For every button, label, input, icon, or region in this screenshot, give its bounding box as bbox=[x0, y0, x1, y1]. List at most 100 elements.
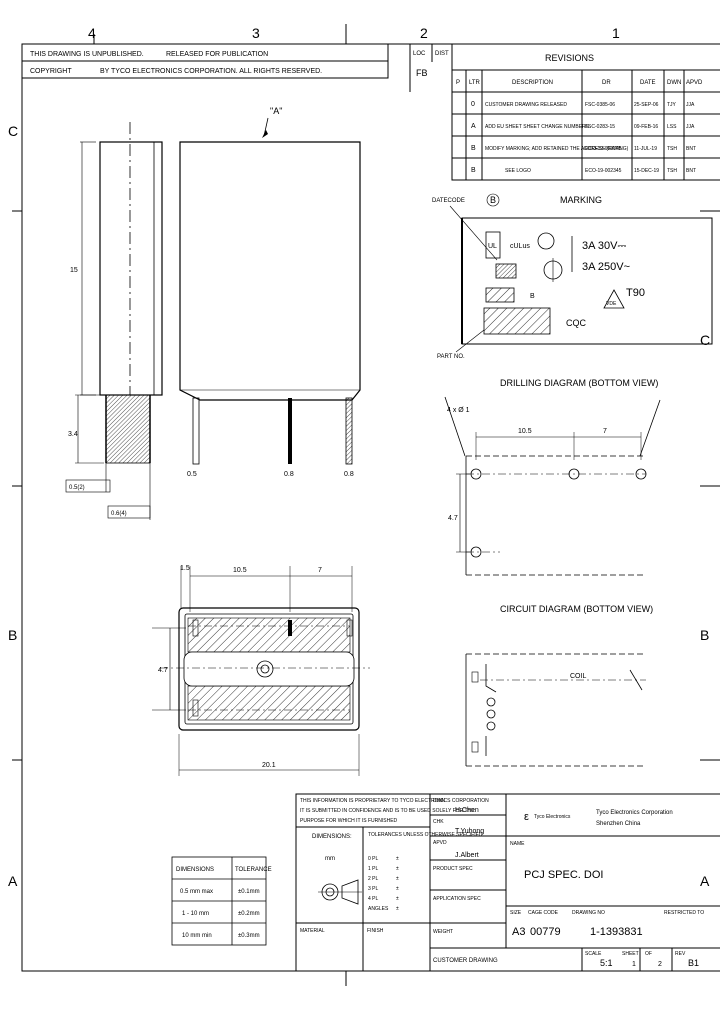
cqc-label: CQC bbox=[566, 318, 587, 328]
zone-left-b: B bbox=[8, 627, 17, 643]
cul-logo: cULus bbox=[510, 243, 530, 250]
dist-label: DIST bbox=[435, 51, 449, 57]
weight-label: WEIGHT bbox=[433, 929, 453, 935]
vde-mark: VDE bbox=[606, 301, 617, 307]
apvd-label: APVD bbox=[433, 840, 447, 846]
circuit-contact-label: COIL bbox=[570, 673, 586, 680]
copyright-header: THIS DRAWING IS UNPUBLISHED. RELEASED FO… bbox=[21, 43, 389, 79]
rev-col-dwn: DWN bbox=[667, 80, 681, 86]
pin-note-thickness: 0.6(4) bbox=[111, 511, 127, 517]
svg-text:FSC-0283-15: FSC-0283-15 bbox=[585, 124, 615, 130]
tol-item: 0 PL bbox=[368, 856, 379, 862]
application-spec-label: APPLICATION SPEC bbox=[433, 896, 481, 902]
svg-text:TSH: TSH bbox=[667, 146, 677, 152]
svg-text:ADD EU SHEET SHEET CHANGE NUM: ADD EU SHEET SHEET CHANGE NUMBERS bbox=[485, 124, 590, 130]
revisions-title: REVISIONS bbox=[545, 53, 594, 63]
unpublished-notice: THIS DRAWING IS UNPUBLISHED. bbox=[30, 51, 144, 58]
svg-text:TSH: TSH bbox=[667, 168, 677, 174]
revisions-block: LOC FB DIST REVISIONS P LTR DESCRIPTION … bbox=[409, 43, 720, 181]
circuit-title: CIRCUIT DIAGRAM (BOTTOM VIEW) bbox=[500, 604, 653, 614]
rating-temp: T90 bbox=[626, 287, 645, 299]
tol-row-range: 1 - 10 mm bbox=[182, 911, 209, 917]
of-value: 2 bbox=[658, 961, 662, 968]
svg-text:JJA: JJA bbox=[686, 102, 695, 108]
dwn-value: H.Chen bbox=[455, 807, 479, 814]
tol-row-value: ±0.1mm bbox=[238, 889, 260, 895]
bottom-dim-4-7: 4.7 bbox=[158, 667, 168, 674]
copyright-label: COPYRIGHT bbox=[30, 68, 72, 75]
rev-value: B1 bbox=[688, 958, 699, 968]
apvd-value: J.Albert bbox=[455, 852, 479, 859]
svg-text:ECO-19-002345: ECO-19-002345 bbox=[585, 146, 622, 152]
cage-code-value: 00779 bbox=[530, 926, 561, 938]
release-notice: RELEASED FOR PUBLICATION bbox=[166, 51, 268, 58]
projection-symbol bbox=[318, 879, 362, 905]
tol-value: ± bbox=[396, 896, 399, 902]
svg-text:TJY: TJY bbox=[667, 102, 677, 108]
bottom-view: 1.5 10.5 7 4.7 20.1 bbox=[152, 565, 370, 776]
tol-col-dimensions: DIMENSIONS bbox=[176, 867, 214, 873]
drawing-name: PCJ SPEC. DOI bbox=[524, 869, 603, 881]
dimensions-label: DIMENSIONS: bbox=[312, 834, 352, 840]
svg-text:09-FEB-16: 09-FEB-16 bbox=[634, 124, 658, 130]
sheet-label: SHEET bbox=[622, 951, 639, 957]
bottom-dim-10-5: 10.5 bbox=[233, 567, 247, 574]
zone-left-a: A bbox=[8, 873, 18, 889]
revision-row: 0 CUSTOMER DRAWING RELEASED FSC-0385-06 … bbox=[471, 101, 695, 108]
ul-logo: UL bbox=[488, 243, 497, 250]
svg-text:0: 0 bbox=[471, 101, 475, 108]
zone-top-1: 1 bbox=[612, 25, 620, 41]
svg-text:15-DEC-19: 15-DEC-19 bbox=[634, 168, 659, 174]
rights-notice: BY TYCO ELECTRONICS CORPORATION. ALL RIG… bbox=[100, 68, 322, 75]
zone-right-a: A bbox=[700, 873, 710, 889]
rating-ac: 3A 250V~ bbox=[582, 261, 630, 273]
revision-row: B SEE LOGO ECO-19-002345 15-DEC-19 TSH B… bbox=[471, 167, 696, 174]
purpose-notice: PURPOSE FOR WHICH IT IS FURNISHED bbox=[300, 818, 398, 824]
product-spec-label: PRODUCT SPEC bbox=[433, 866, 473, 872]
tol-value: ± bbox=[396, 876, 399, 882]
svg-text:B: B bbox=[471, 167, 476, 174]
svg-text:CUSTOMER DRAWING RELEASED: CUSTOMER DRAWING RELEASED bbox=[485, 102, 567, 108]
circuit-diagram: CIRCUIT DIAGRAM (BOTTOM VIEW) COIL bbox=[465, 604, 653, 767]
drilling-title: DRILLING DIAGRAM (BOTTOM VIEW) bbox=[500, 378, 658, 388]
rating-dc: 3A 30V⎓ bbox=[582, 240, 626, 252]
zone-top-3: 3 bbox=[252, 25, 260, 41]
side-view-wide: "A" 0.5 0.8 0.8 bbox=[179, 106, 361, 478]
size-label: SIZE bbox=[510, 910, 522, 916]
tol-row-value: ±0.3mm bbox=[238, 933, 260, 939]
tol-row-value: ±0.2mm bbox=[238, 911, 260, 917]
cage-code-label: CAGE CODE bbox=[528, 910, 559, 916]
drawing-no-label: DRAWING NO bbox=[572, 910, 605, 916]
rev-col-description: DESCRIPTION bbox=[512, 80, 553, 86]
drawing-no-value: 1-1393831 bbox=[590, 926, 643, 938]
zone-top-2: 2 bbox=[420, 25, 428, 41]
tol-value: ± bbox=[396, 866, 399, 872]
drill-dim-7: 7 bbox=[603, 428, 607, 435]
pin-label: 0.8 bbox=[344, 471, 354, 478]
confidential-notice: IT IS SUBMITTED IN CONFIDENCE AND IS TO … bbox=[300, 808, 475, 814]
bottom-dim-7: 7 bbox=[318, 567, 322, 574]
chk-label: CHK bbox=[433, 819, 444, 825]
company-logo: ε Tyco Electronics bbox=[524, 811, 571, 823]
size-value: A3 bbox=[512, 926, 525, 938]
svg-text:FSC-0385-06: FSC-0385-06 bbox=[585, 102, 615, 108]
bottom-dim-1-5: 1.5 bbox=[180, 565, 190, 572]
drill-dim-4-7: 4.7 bbox=[448, 515, 458, 522]
zone-right-c: C bbox=[700, 332, 710, 348]
view-a-label: "A" bbox=[270, 106, 282, 116]
tol-row-range: 0.5 mm max bbox=[180, 889, 213, 895]
company-location: Shenzhen China bbox=[596, 821, 641, 827]
svg-text:11-JUL-19: 11-JUL-19 bbox=[634, 146, 657, 152]
dimensions-unit: mm bbox=[325, 856, 335, 862]
finish-label: FINISH bbox=[367, 928, 384, 934]
tol-item: 3 PL bbox=[368, 886, 379, 892]
tolerances-table: DIMENSIONS TOLERANCE 0.5 mm max ±0.1mm 1… bbox=[171, 856, 272, 946]
zone-right-b: B bbox=[700, 627, 709, 643]
sheet-value: 1 bbox=[632, 961, 636, 968]
loc-label: LOC bbox=[413, 51, 426, 57]
loc-value: FB bbox=[416, 68, 428, 78]
tol-value: ± bbox=[396, 856, 399, 862]
svg-text:A: A bbox=[471, 123, 476, 130]
rev-col-dr: DR bbox=[602, 80, 611, 86]
